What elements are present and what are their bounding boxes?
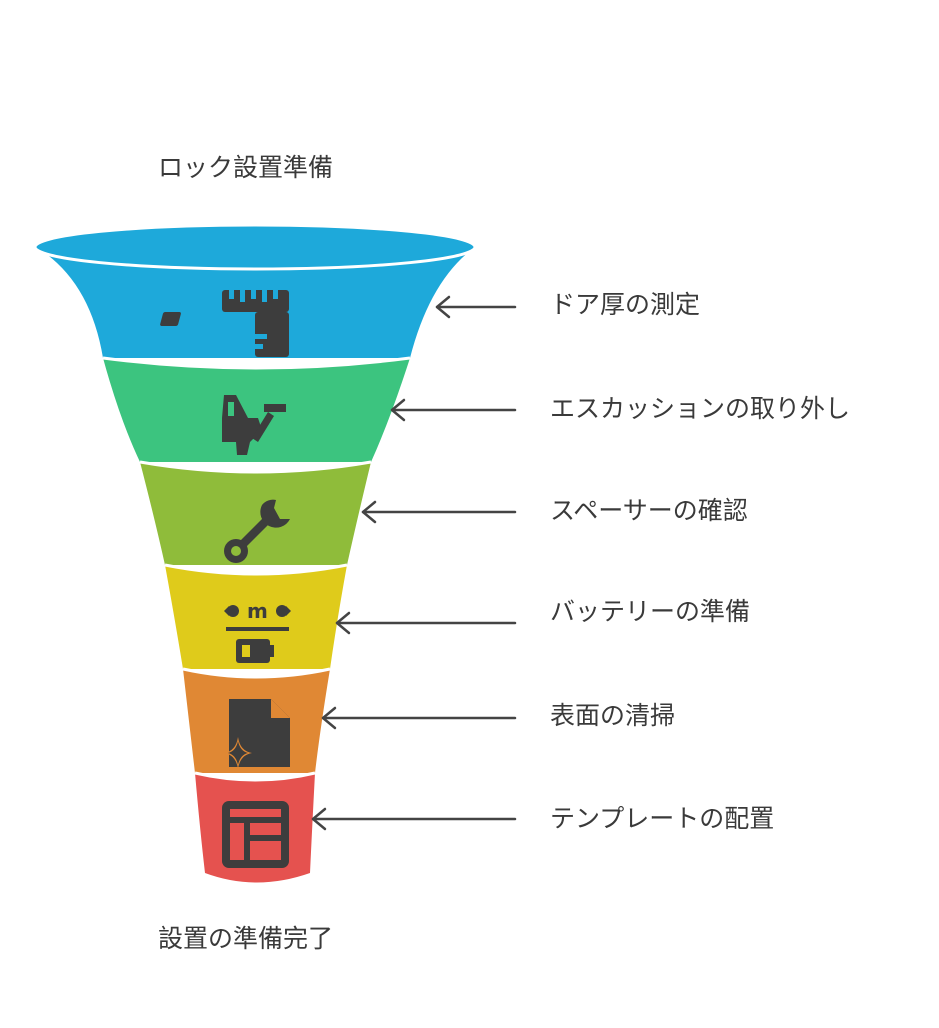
stage-label-6: テンプレートの配置 <box>550 804 775 833</box>
funnel-top-label: ロック設置準備 <box>158 153 334 182</box>
funnel-stage-2 <box>103 358 410 462</box>
funnel-bottom-label: 設置の準備完了 <box>158 924 334 953</box>
arrows <box>311 295 517 831</box>
stage-separators <box>102 356 411 782</box>
arrow-5 <box>321 706 517 730</box>
clean-file-icon <box>224 699 290 769</box>
wrench-icon <box>224 499 290 563</box>
stage-label-2: エスカッションの取り外し <box>550 394 851 423</box>
tools-icon <box>222 395 286 455</box>
stage-label-5: 表面の清掃 <box>550 701 676 730</box>
stage-label-4: バッテリーの準備 <box>550 597 751 626</box>
arrow-1 <box>435 295 517 319</box>
template-icon <box>222 801 289 868</box>
funnel-stage-3 <box>140 462 371 565</box>
arrow-4 <box>335 611 517 635</box>
ruler-icon <box>160 290 289 357</box>
battery-icon: m <box>224 599 291 663</box>
svg-text:m: m <box>247 599 268 623</box>
arrow-3 <box>361 500 517 524</box>
stage-label-3: スペーサーの確認 <box>550 496 748 525</box>
funnel-stage-4 <box>165 565 347 669</box>
arrow-6 <box>311 807 517 831</box>
arrow-2 <box>390 398 517 422</box>
funnel-top-rim <box>33 223 477 271</box>
stage-label-1: ドア厚の測定 <box>550 290 701 319</box>
